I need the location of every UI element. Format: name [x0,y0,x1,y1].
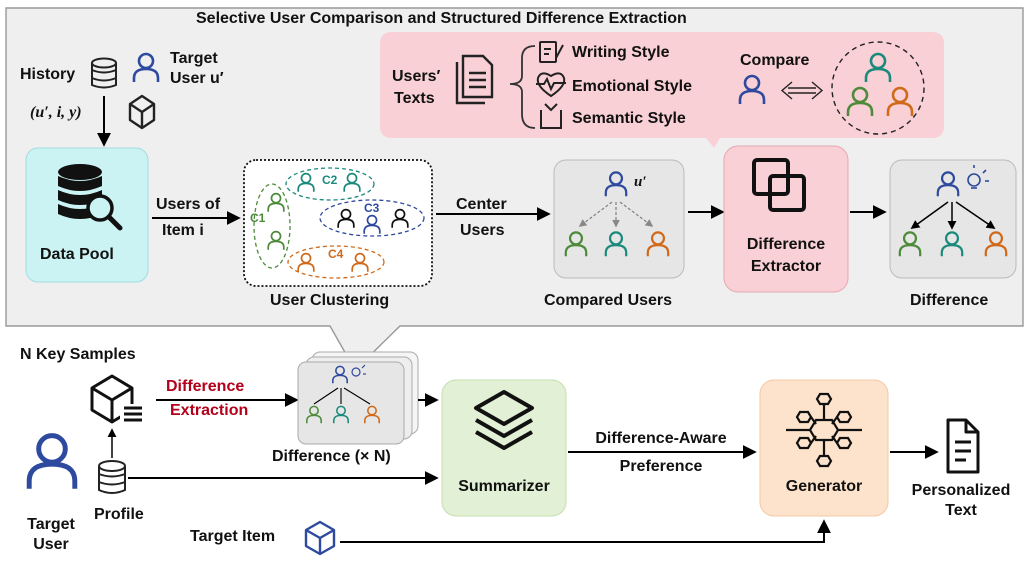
n-key-samples-label: N Key Samples [20,346,136,363]
compared-users-circle [831,41,925,135]
compared-dashed-arrows [578,201,654,228]
personalized-text-document-icon [946,418,980,474]
center-users-label-1: Center [456,196,507,213]
style-callout [380,32,944,148]
target-item-to-generator-arrow [340,519,831,543]
users-texts-document-icon [455,54,494,105]
difference-aware-label-2: Preference [619,458,703,475]
summarizer-label: Summarizer [458,478,550,495]
bottom-target-user-label-2: User [33,536,69,553]
cluster-c1-ellipse [253,183,291,269]
heart-pulse-icon [536,72,566,98]
history-label: History [20,66,76,83]
cluster-label-c3: C3 [364,201,380,215]
profile-database-icon [98,460,126,494]
difference-extraction-label-1: Difference [166,378,245,395]
difference-stack [297,351,419,445]
users-of-item-label-2: Item i [162,222,204,239]
difference-extractor-label-1: Difference [746,236,826,253]
emotional-style-label: Emotional Style [572,78,693,95]
history-tuple-label: (u′, i, y) [30,104,82,121]
difference-aware-label-1: Difference-Aware [595,430,727,447]
cluster-c4-ellipse [287,245,385,279]
target-item-cube-icon [304,520,336,556]
compared-target-label: u′ [634,174,647,190]
target-user-label-2: User u′ [170,70,224,87]
cluster-label-c2: C2 [322,173,338,187]
personalized-text-label-1: Personalized [911,482,1011,499]
difference-extraction-label-2: Extraction [170,402,249,419]
difference-label: Difference [910,292,989,309]
cluster-label-c1: C1 [250,211,266,225]
network-chip-icon [786,392,862,468]
difference-times-n-label: Difference (× N) [272,448,391,465]
bottom-target-user-icon [29,436,75,489]
cluster-c2-ellipse [285,167,375,201]
difference-box [889,159,1017,279]
pen-document-icon [539,41,564,63]
personalized-text-label-2: Text [945,502,977,519]
bottom-target-user-label-1: Target [27,516,75,533]
magnifier-database-icon [58,164,123,231]
lightbulb-icon [967,165,989,189]
data-pool-label: Data Pool [40,246,114,263]
user-clustering-label: User Clustering [270,292,390,309]
compare-double-arrow [780,81,824,100]
profile-label: Profile [94,506,144,523]
target-user-label-1: Target [170,50,218,67]
center-users-label-2: Users [460,222,505,239]
users-texts-label-2: Texts [394,90,435,107]
checkbox-document-icon [540,103,562,129]
target-item-label: Target Item [190,528,276,545]
cluster-c3-ellipse [319,199,425,237]
generator-label: Generator [785,478,863,495]
compared-users-box [553,159,685,279]
compared-users-label: Compared Users [544,292,673,309]
semantic-style-label: Semantic Style [572,110,686,127]
history-database-icon [91,57,117,89]
history-cube-icon [128,94,156,130]
compare-label: Compare [740,52,810,69]
users-texts-label-1: Users′ [392,68,441,85]
overlap-squares-icon [752,158,806,212]
style-brace [509,45,536,129]
difference-solid-arrows [910,201,996,230]
writing-style-label: Writing Style [572,44,670,61]
top-panel-title: Selective User Comparison and Structured… [196,10,687,27]
users-of-item-label-1: Users of [156,196,221,213]
difference-extractor-label-2: Extractor [750,258,822,275]
layers-icon [474,390,534,450]
key-samples-cube-icon [90,374,144,424]
cluster-label-c4: C4 [328,247,344,261]
